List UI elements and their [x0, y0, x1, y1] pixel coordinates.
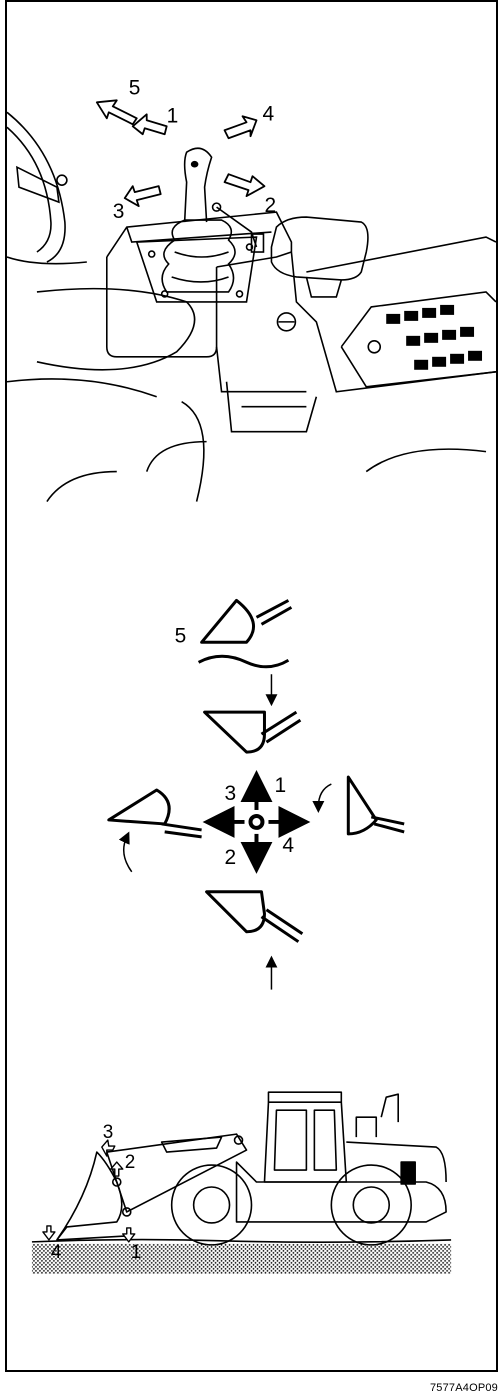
bucket-right-icon	[348, 777, 376, 834]
front-wheel	[172, 1165, 252, 1245]
label-3: 3	[103, 1122, 114, 1143]
bucket-top-icon	[205, 712, 265, 752]
bucket-bottom-icon	[207, 892, 265, 932]
arrow-3-icon	[125, 186, 161, 206]
wheel-loader-illustration: 3 2 4 1	[7, 1022, 496, 1352]
ground	[32, 1244, 451, 1274]
label-2: 2	[264, 194, 276, 217]
label-1: 1	[167, 104, 179, 127]
label-4: 4	[51, 1242, 62, 1263]
label-5: 5	[175, 624, 187, 647]
figure-code: 7577A4OP09	[430, 1382, 498, 1394]
bucket-diagram: 5 3 1 4 2	[7, 562, 496, 1022]
bucket-left-icon	[109, 790, 169, 824]
arrow-2-icon	[225, 174, 265, 196]
bucket	[57, 1152, 122, 1240]
figure-frame: 5 1 4 3 2	[5, 0, 498, 1372]
label-2: 2	[225, 846, 237, 869]
joystick-illustration: 5 1 4 3 2	[7, 2, 496, 522]
label-4: 4	[282, 834, 294, 857]
label-5: 5	[129, 76, 141, 99]
arrow-1-icon	[133, 114, 167, 134]
arrow-5-icon	[97, 100, 137, 124]
label-3: 3	[113, 200, 125, 223]
label-2: 2	[125, 1152, 136, 1173]
rear-wheel	[331, 1165, 411, 1245]
label-1: 1	[274, 774, 286, 797]
label-3: 3	[225, 782, 237, 805]
arrow-4-icon	[43, 1226, 55, 1240]
arrow-4-icon	[225, 116, 257, 138]
label-1: 1	[131, 1242, 142, 1263]
center-neutral-icon	[251, 816, 263, 828]
label-4: 4	[262, 102, 274, 125]
joystick-handle	[185, 148, 212, 222]
armrest	[271, 217, 367, 280]
bucket-float-icon	[202, 600, 254, 642]
